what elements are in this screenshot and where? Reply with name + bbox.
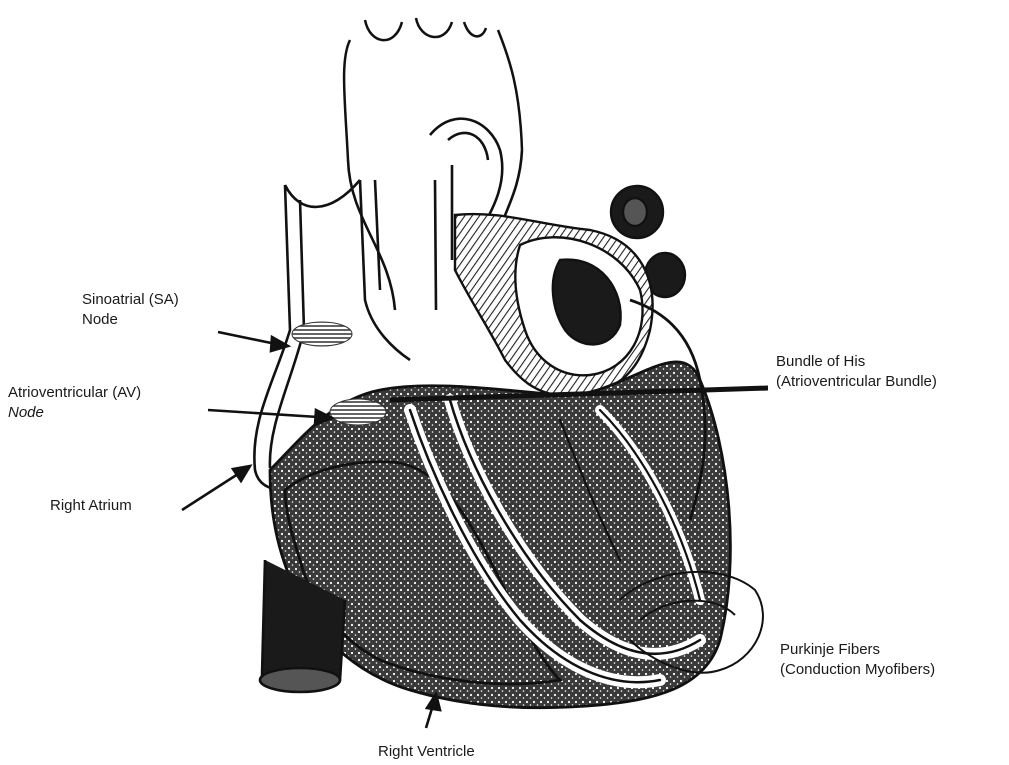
sa-node-label-line1: Sinoatrial (SA) — [82, 290, 179, 310]
sa-arrow — [218, 332, 276, 344]
bundle-of-his-label-line2: (Atrioventricular Bundle) — [776, 372, 937, 392]
right-ventricle-label: Right Ventricle — [378, 742, 475, 762]
right-atrium-label: Right Atrium — [50, 496, 132, 516]
sa-node-label: Sinoatrial (SA) Node — [82, 290, 179, 330]
av-node — [330, 399, 386, 425]
sa-node-label-line2: Node — [82, 310, 179, 330]
purkinje-label-line2: (Conduction Myofibers) — [780, 660, 935, 680]
av-arrow — [208, 410, 318, 417]
right-atrium-arrow — [182, 474, 238, 510]
nodes — [292, 322, 386, 425]
purkinje-label: Purkinje Fibers (Conduction Myofibers) — [780, 640, 935, 680]
av-node-label: Atrioventricular (AV) Node — [8, 383, 141, 423]
bundle-of-his-label-line1: Bundle of His — [776, 352, 937, 372]
right-ventricle-label-text: Right Ventricle — [378, 742, 475, 762]
sa-node — [292, 322, 352, 346]
purkinje-label-line1: Purkinje Fibers — [780, 640, 935, 660]
bundle-of-his-label: Bundle of His (Atrioventricular Bundle) — [776, 352, 937, 392]
right-atrium-label-text: Right Atrium — [50, 496, 132, 516]
av-node-label-line1: Atrioventricular (AV) — [8, 383, 141, 403]
av-node-label-line2: Node — [8, 403, 141, 423]
left-atrium — [455, 186, 685, 396]
